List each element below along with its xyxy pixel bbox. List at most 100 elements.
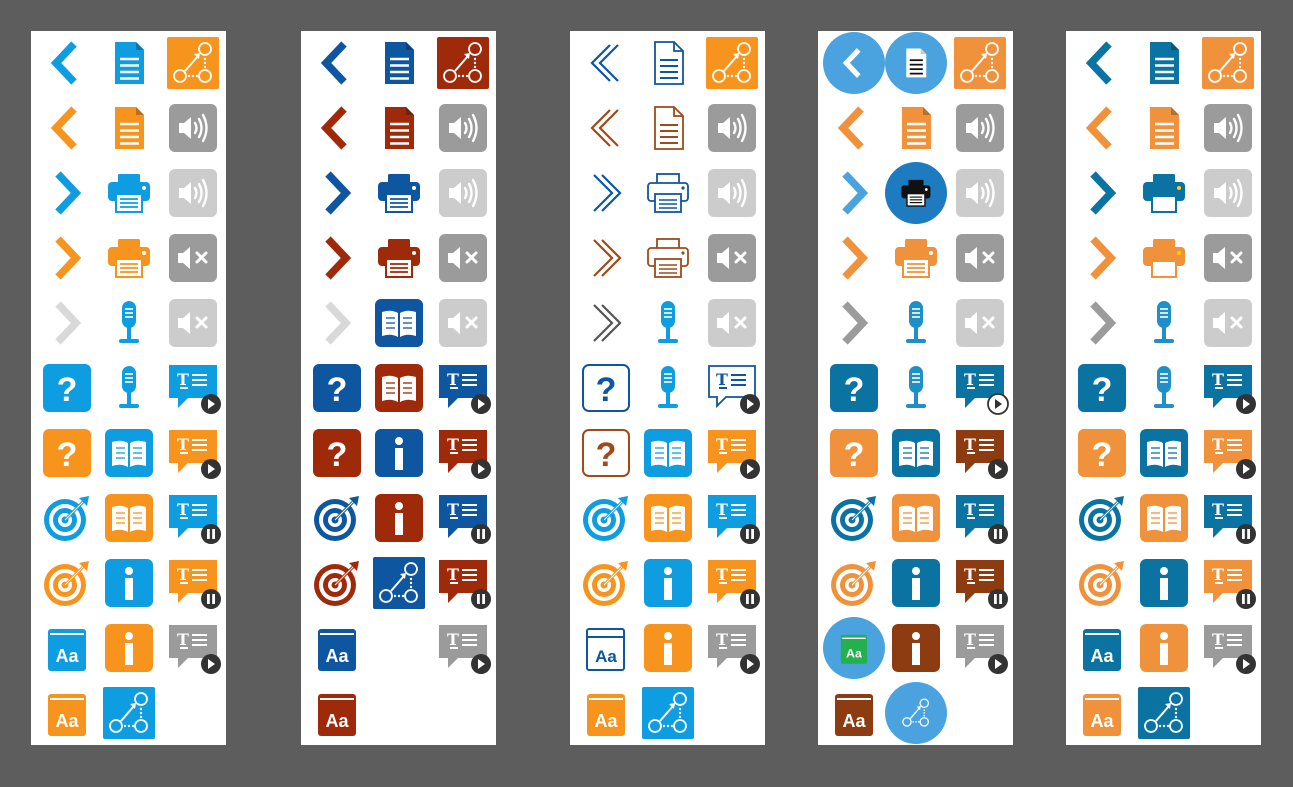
chevron-left-icon xyxy=(41,102,93,154)
dictionary-icon: Aa xyxy=(41,687,93,739)
microphone-icon xyxy=(103,297,155,349)
svg-text:Aa: Aa xyxy=(325,646,349,666)
help-icon: ? xyxy=(580,362,632,414)
document-icon xyxy=(885,32,947,94)
mute-icon xyxy=(706,232,758,284)
speaker-icon xyxy=(706,167,758,219)
printer-icon xyxy=(642,232,694,284)
help-icon: ? xyxy=(828,362,880,414)
tts-pause-icon: T xyxy=(1202,492,1256,544)
tts-play-icon: T xyxy=(1202,362,1256,414)
info-icon xyxy=(890,622,942,674)
dictionary-icon: Aa xyxy=(580,687,632,739)
svg-text:T: T xyxy=(716,370,728,389)
chevron-right-icon xyxy=(311,297,363,349)
svg-text:?: ? xyxy=(1092,371,1113,409)
book-icon xyxy=(642,492,694,544)
tts-play-icon: T xyxy=(167,362,221,414)
svg-text:Aa: Aa xyxy=(55,646,79,666)
chevron-right-icon xyxy=(41,232,93,284)
mute-icon xyxy=(954,232,1006,284)
mute-icon xyxy=(167,297,219,349)
chevron-right-icon xyxy=(580,232,632,284)
svg-text:T: T xyxy=(716,565,728,584)
mute-icon xyxy=(954,297,1006,349)
chevron-right-icon xyxy=(311,167,363,219)
concept-map-icon xyxy=(437,37,489,89)
help-icon: ? xyxy=(41,427,93,479)
tts-pause-icon: T xyxy=(437,492,491,544)
svg-text:T: T xyxy=(716,630,728,649)
speaker-icon xyxy=(706,102,758,154)
book-icon xyxy=(1138,492,1190,544)
tts-pause-icon: T xyxy=(706,557,760,609)
target-icon xyxy=(828,557,880,609)
chevron-right-icon xyxy=(828,297,880,349)
concept-map-icon xyxy=(1138,687,1190,739)
svg-text:T: T xyxy=(964,565,976,584)
chevron-right-icon xyxy=(1076,167,1128,219)
speaker-icon xyxy=(1202,167,1254,219)
info-icon xyxy=(103,622,155,674)
concept-map-icon xyxy=(706,37,758,89)
help-icon: ? xyxy=(311,362,363,414)
speaker-icon xyxy=(437,167,489,219)
printer-icon xyxy=(373,232,425,284)
document-icon xyxy=(1138,102,1190,154)
book-icon xyxy=(642,427,694,479)
book-icon xyxy=(373,297,425,349)
target-icon xyxy=(580,557,632,609)
speaker-icon xyxy=(167,102,219,154)
dictionary-icon: Aa xyxy=(41,622,93,674)
svg-text:?: ? xyxy=(596,371,617,409)
svg-text:T: T xyxy=(447,565,459,584)
mute-icon xyxy=(1202,297,1254,349)
info-icon xyxy=(642,557,694,609)
target-icon xyxy=(1076,557,1128,609)
chevron-right-icon xyxy=(580,167,632,219)
info-icon xyxy=(373,492,425,544)
chevron-left-icon xyxy=(580,37,632,89)
tts-pause-icon: T xyxy=(706,492,760,544)
book-icon xyxy=(103,427,155,479)
speaker-icon xyxy=(167,167,219,219)
document-icon xyxy=(642,102,694,154)
svg-text:T: T xyxy=(177,435,189,454)
chevron-left-icon xyxy=(1076,102,1128,154)
printer-icon xyxy=(103,167,155,219)
svg-text:Aa: Aa xyxy=(842,711,866,731)
chevron-right-icon xyxy=(1076,297,1128,349)
concept-map-icon xyxy=(1202,37,1254,89)
svg-text:T: T xyxy=(1212,565,1224,584)
mute-icon xyxy=(1202,232,1254,284)
concept-map-icon xyxy=(885,682,947,744)
tts-play-icon: T xyxy=(167,427,221,479)
info-icon xyxy=(373,427,425,479)
svg-text:T: T xyxy=(716,435,728,454)
target-icon xyxy=(828,492,880,544)
chevron-left-icon xyxy=(1076,37,1128,89)
info-icon xyxy=(890,557,942,609)
svg-text:T: T xyxy=(177,630,189,649)
svg-text:?: ? xyxy=(57,436,78,474)
chevron-left-icon xyxy=(311,102,363,154)
chevron-right-icon xyxy=(580,297,632,349)
svg-text:T: T xyxy=(447,435,459,454)
tts-play-icon: T xyxy=(706,362,760,414)
svg-text:T: T xyxy=(1212,435,1224,454)
chevron-left-icon xyxy=(823,32,885,94)
chevron-left-icon xyxy=(828,102,880,154)
document-icon xyxy=(1138,37,1190,89)
svg-text:?: ? xyxy=(1092,436,1113,474)
dictionary-icon: Aa xyxy=(311,622,363,674)
svg-text:Aa: Aa xyxy=(1090,646,1114,666)
tts-play-icon: T xyxy=(706,622,760,674)
printer-icon xyxy=(373,167,425,219)
book-icon xyxy=(1138,427,1190,479)
concept-map-icon xyxy=(954,37,1006,89)
chevron-right-icon xyxy=(311,232,363,284)
svg-text:T: T xyxy=(964,370,976,389)
